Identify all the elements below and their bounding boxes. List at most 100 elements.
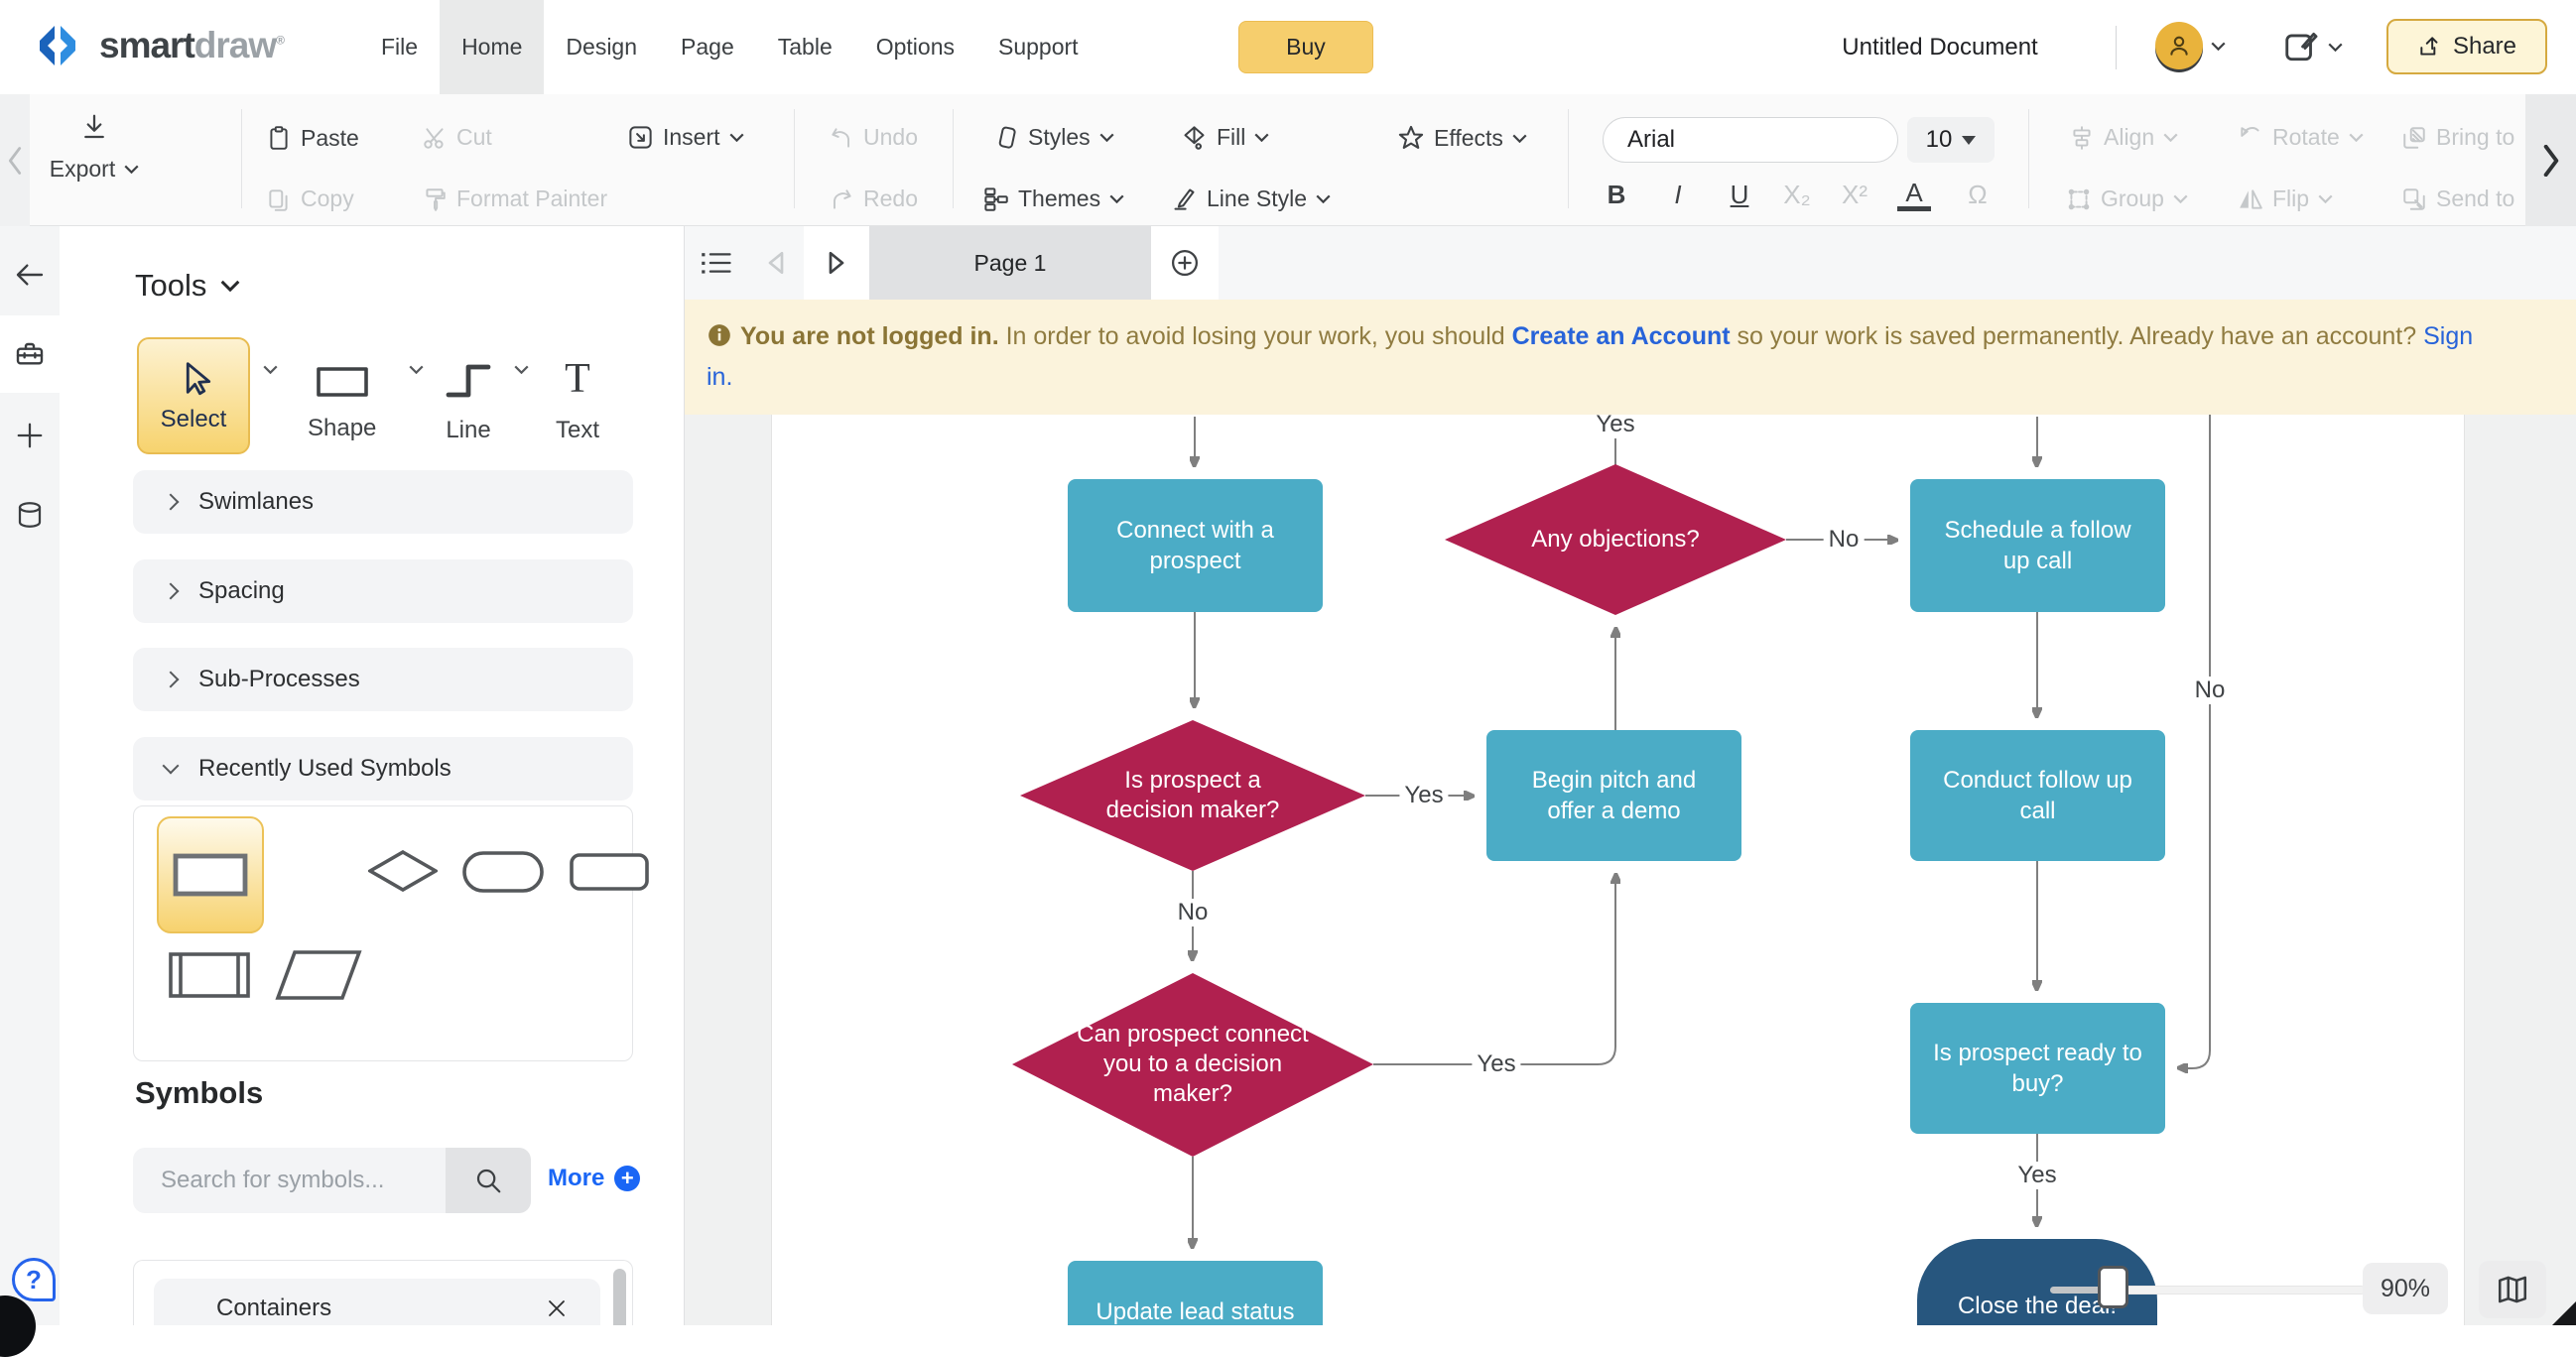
select-dropdown-chevron[interactable] — [263, 365, 278, 374]
rail-tab-add[interactable] — [0, 397, 60, 474]
prev-page-button[interactable] — [748, 226, 804, 300]
flow-node-connect-prospect[interactable]: Connect with a prospect — [1068, 479, 1323, 612]
bring-to-front-button[interactable]: Bring to — [2401, 124, 2522, 151]
add-page-button[interactable] — [1151, 226, 1219, 300]
feedback-menu[interactable] — [2282, 28, 2343, 65]
menu-table[interactable]: Table — [756, 0, 854, 94]
redo-button[interactable]: Redo — [829, 185, 918, 212]
next-page-button[interactable] — [804, 226, 869, 300]
caret-down-icon — [1962, 136, 1976, 145]
create-account-link[interactable]: Create an Account — [1512, 322, 1731, 350]
rotate-button[interactable]: Rotate — [2238, 124, 2364, 151]
back-button[interactable] — [0, 236, 60, 313]
export-button[interactable]: Export — [40, 112, 149, 183]
toolbar-divider — [953, 109, 954, 208]
shape-dropdown-chevron[interactable] — [409, 365, 424, 374]
page-list-button[interactable] — [685, 226, 748, 300]
accordion-spacing[interactable]: Spacing — [133, 559, 633, 623]
document-title[interactable]: Untitled Document — [1776, 0, 2104, 94]
effects-button[interactable]: Effects — [1397, 124, 1527, 152]
zoom-slider-handle[interactable] — [2098, 1266, 2128, 1308]
symbol-parallelogram[interactable] — [275, 949, 362, 1001]
containers-section-header[interactable]: Containers — [154, 1279, 600, 1325]
help-button[interactable]: ? — [12, 1258, 56, 1301]
subscript-button[interactable]: X₂ — [1780, 180, 1814, 210]
line-style-button[interactable]: Line Style — [1171, 185, 1331, 212]
zoom-slider-track[interactable] — [2114, 1287, 2365, 1294]
menu-page[interactable]: Page — [659, 0, 756, 94]
group-button[interactable]: Group — [2066, 185, 2188, 212]
person-icon — [2165, 32, 2193, 60]
superscript-button[interactable]: X² — [1838, 180, 1871, 210]
symbol-diamond[interactable] — [368, 850, 438, 892]
cut-button[interactable]: Cut — [422, 124, 492, 151]
bold-button[interactable]: B — [1600, 180, 1633, 210]
more-symbols-link[interactable]: More + — [548, 1165, 640, 1192]
symbol-rounded-rect[interactable] — [569, 852, 650, 892]
flow-node-schedule-follow-up[interactable]: Schedule a follow up call — [1910, 479, 2165, 612]
panel-scrollbar[interactable] — [613, 1269, 626, 1325]
minimap-button[interactable] — [2479, 1261, 2546, 1318]
close-icon[interactable] — [545, 1296, 569, 1320]
flow-node-is-decision-maker[interactable]: Is prospect a decision maker? — [1082, 757, 1304, 834]
tool-select-button[interactable]: Select — [137, 337, 250, 454]
drawing-canvas[interactable]: Connect with a prospect Schedule a follo… — [685, 415, 2576, 1325]
themes-button[interactable]: Themes — [982, 185, 1124, 212]
menu-design[interactable]: Design — [544, 0, 659, 94]
font-size-select[interactable]: 10 — [1907, 117, 1995, 163]
zoom-level-badge[interactable]: 90% — [2363, 1263, 2448, 1314]
copy-button[interactable]: Copy — [266, 185, 354, 212]
flip-button[interactable]: Flip — [2238, 185, 2333, 212]
styles-button[interactable]: Styles — [992, 124, 1114, 151]
special-character-button[interactable]: Ω — [1961, 180, 1995, 210]
flow-node-update-lead-status[interactable]: Update lead status in — [1068, 1261, 1323, 1325]
toolbar-scroll-right[interactable] — [2525, 94, 2576, 226]
send-to-back-button[interactable]: Send to — [2401, 185, 2522, 212]
rail-tab-data[interactable] — [0, 476, 60, 554]
rail-tab-tools[interactable] — [0, 315, 60, 393]
symbol-stadium[interactable] — [461, 850, 545, 894]
brand: smartdraw® — [34, 22, 284, 69]
insert-button[interactable]: Insert — [627, 124, 744, 151]
chevron-down-icon — [220, 280, 240, 292]
font-name-input[interactable] — [1603, 117, 1898, 163]
underline-button[interactable]: U — [1723, 180, 1756, 210]
tool-shape-button[interactable]: Shape — [308, 365, 376, 442]
format-painter-button[interactable]: Format Painter — [422, 185, 607, 212]
accordion-sub-processes[interactable]: Sub-Processes — [133, 648, 633, 711]
line-dropdown-chevron[interactable] — [514, 365, 529, 374]
symbol-predefined-process[interactable] — [168, 951, 251, 999]
menu-home[interactable]: Home — [440, 0, 544, 94]
tool-line-button[interactable]: Line — [445, 361, 492, 444]
accordion-recently-used[interactable]: Recently Used Symbols — [133, 737, 633, 801]
symbol-search-button[interactable] — [446, 1148, 531, 1213]
undo-button[interactable]: Undo — [829, 124, 918, 151]
tool-text-button[interactable]: T Text — [556, 357, 599, 444]
accordion-swimlanes[interactable]: Swimlanes — [133, 470, 633, 534]
italic-button[interactable]: I — [1661, 180, 1695, 210]
menu-file[interactable]: File — [359, 0, 440, 94]
chat-widget[interactable] — [0, 1295, 36, 1357]
flow-node-any-objections[interactable]: Any objections? — [1524, 510, 1707, 569]
paste-button[interactable]: Paste — [266, 124, 359, 152]
menu-options[interactable]: Options — [854, 0, 976, 94]
align-icon — [2069, 125, 2095, 151]
plus-circle-icon: + — [614, 1166, 640, 1191]
font-color-button[interactable]: A — [1897, 180, 1931, 211]
fill-button[interactable]: Fill — [1181, 124, 1269, 151]
flow-node-begin-pitch[interactable]: Begin pitch and offer a demo — [1486, 730, 1741, 861]
account-menu[interactable] — [2155, 22, 2226, 69]
flow-node-can-connect[interactable]: Can prospect connect you to a decision m… — [1072, 1006, 1314, 1123]
flow-node-conduct-follow-up[interactable]: Conduct follow up call — [1910, 730, 2165, 861]
symbol-search-input[interactable] — [133, 1148, 446, 1213]
symbol-rectangle-selected[interactable] — [157, 816, 264, 933]
flow-node-ready-to-buy[interactable]: Is prospect ready to buy? — [1910, 1003, 2165, 1134]
toolbar-scroll-left[interactable] — [0, 94, 30, 226]
align-button[interactable]: Align — [2069, 124, 2178, 151]
tools-header[interactable]: Tools — [135, 268, 240, 304]
buy-button[interactable]: Buy — [1238, 21, 1373, 73]
menu-support[interactable]: Support — [976, 0, 1100, 94]
page-tab[interactable]: Page 1 — [869, 226, 1151, 300]
avatar[interactable] — [2155, 22, 2203, 69]
share-button[interactable]: Share — [2386, 19, 2547, 74]
